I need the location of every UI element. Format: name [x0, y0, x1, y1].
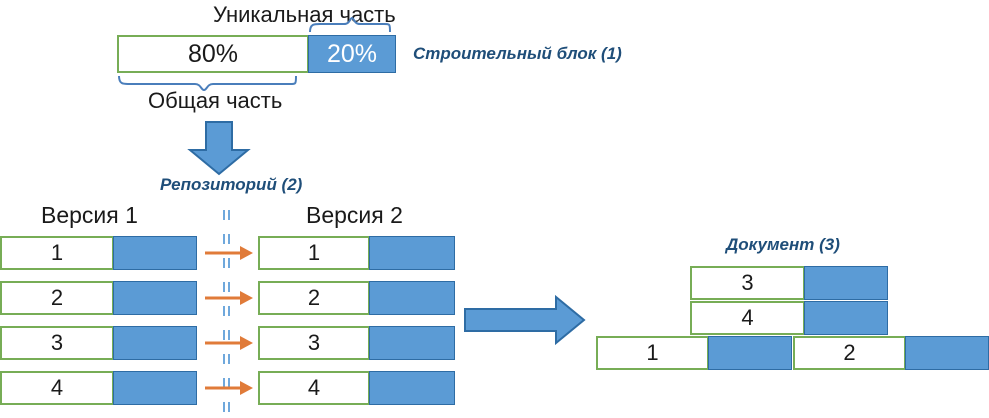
- version2-block-row: 3: [258, 326, 370, 360]
- document-stacked-block: 4: [690, 301, 805, 335]
- version1-block-row: 4: [0, 371, 114, 405]
- repository-title: Репозиторий (2): [160, 175, 303, 194]
- version1-block-row: 3: [0, 326, 114, 360]
- version-1-label: Версия 1: [41, 202, 138, 228]
- version-2-label: Версия 2: [306, 202, 403, 228]
- version2-block-unique-part: [369, 281, 455, 315]
- document-stacked-block: 3: [690, 266, 805, 300]
- version2-block-unique-part: [369, 236, 455, 270]
- version1-block-row: 1: [0, 236, 114, 270]
- building-block-title: Строительный блок (1): [413, 44, 622, 63]
- orange-right-arrow-icon: [205, 246, 253, 260]
- orange-right-arrow-icon: [205, 291, 253, 305]
- version2-block-row: 2: [258, 281, 370, 315]
- version1-block-row: 2: [0, 281, 114, 315]
- orange-right-arrow-icon: [205, 381, 253, 395]
- version1-block-unique-part: [113, 281, 197, 315]
- document-stacked-block-unique-part: [804, 266, 888, 300]
- version1-block-unique-part: [113, 326, 197, 360]
- down-arrow-icon: [187, 121, 251, 176]
- version1-block-unique-part: [113, 236, 197, 270]
- unique-part-label: Уникальная часть: [213, 2, 396, 27]
- version2-block-unique-part: [369, 371, 455, 405]
- version1-block-unique-part: [113, 371, 197, 405]
- right-arrow-icon: [464, 294, 586, 346]
- document-base-block: 1: [596, 336, 709, 370]
- document-base-block: 2: [793, 336, 906, 370]
- common-part-label: Общая часть: [148, 88, 283, 113]
- version2-block-row: 4: [258, 371, 370, 405]
- building-block-unique-segment: 20%: [308, 35, 396, 73]
- dashed-vertical-divider-icon: [223, 210, 230, 416]
- orange-right-arrow-icon: [205, 336, 253, 350]
- document-title: Документ (3): [726, 235, 840, 254]
- document-stacked-block-unique-part: [804, 301, 888, 335]
- building-block-common-segment: 80%: [117, 35, 309, 73]
- version2-block-unique-part: [369, 326, 455, 360]
- document-base-block-unique-part: [905, 336, 989, 370]
- version2-block-row: 1: [258, 236, 370, 270]
- document-base-block-unique-part: [708, 336, 792, 370]
